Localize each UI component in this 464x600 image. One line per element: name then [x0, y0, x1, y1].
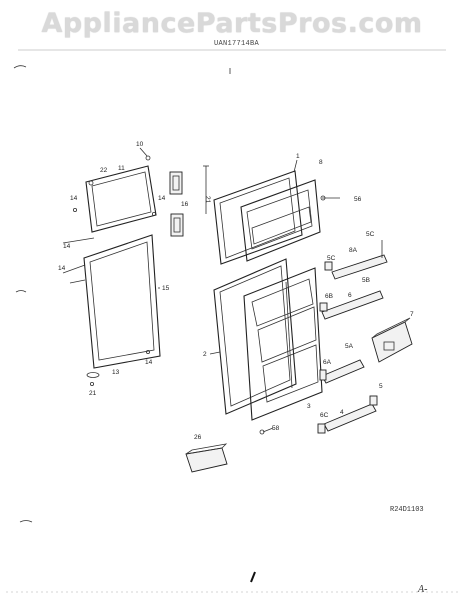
callout-13: 13	[112, 369, 120, 376]
screw-14-lower	[145, 349, 150, 354]
callout-10: 10	[136, 141, 144, 148]
callout-4: 4	[340, 409, 344, 416]
fresh-food-door-liner	[243, 267, 323, 421]
callout-22: 22	[100, 167, 108, 174]
plug-13	[86, 372, 100, 378]
callout-21: 21	[89, 390, 97, 397]
screw-14-right	[151, 211, 156, 216]
shelf-rail-6	[321, 290, 384, 320]
callout-1: 1	[296, 153, 300, 160]
callout-56: 56	[354, 196, 362, 203]
callout-5c: 5C	[327, 255, 336, 262]
callout-14: 14	[158, 195, 166, 202]
callout-15: 15	[162, 285, 170, 292]
freezer-door-liner	[240, 179, 321, 262]
screw-14	[73, 207, 78, 212]
screw-10	[145, 155, 151, 161]
callout-5: 5	[379, 383, 383, 390]
dairy-compartment	[371, 317, 413, 363]
callout-58: 58	[272, 425, 280, 432]
scan-mark	[15, 290, 27, 293]
scan-mark	[250, 571, 256, 583]
callout-26: 26	[194, 434, 202, 441]
rail-clip-6b	[319, 302, 328, 312]
callout-7: 7	[410, 311, 414, 318]
callout-21: 21	[204, 196, 211, 204]
screw-22	[88, 180, 94, 186]
drawing-id: R24D1103	[390, 506, 424, 514]
callout-2: 2	[203, 351, 207, 358]
callout-16: 16	[181, 201, 189, 208]
door-bin-26	[185, 443, 228, 473]
shelf-rail-8a	[331, 240, 388, 280]
scan-mark	[19, 520, 33, 523]
callout-5b: 5B	[362, 277, 370, 284]
callout-8a: 8A	[349, 247, 358, 254]
hinge-upper	[169, 171, 183, 195]
freezer-gasket-frame	[85, 165, 157, 233]
callout-14: 14	[145, 359, 153, 366]
callout-5c: 5C	[366, 231, 375, 238]
fresh-food-door	[213, 258, 297, 415]
callout-6a: 6A	[323, 359, 332, 366]
rail-clip-5c	[324, 261, 333, 271]
callout-5a: 5A	[345, 343, 354, 350]
callout-8: 8	[319, 159, 323, 166]
hinge-lower	[170, 213, 184, 237]
callout-11: 11	[118, 165, 125, 172]
shelf-rail-4a	[319, 359, 365, 384]
callout-14: 14	[58, 265, 66, 272]
freezer-door	[213, 170, 303, 265]
scan-mark	[13, 65, 27, 69]
model-number: UAN17714BA	[214, 40, 260, 48]
fresh-food-gasket-frame	[83, 234, 161, 369]
callout-14: 14	[63, 243, 71, 250]
shelf-rail-4	[317, 395, 378, 434]
watermark: AppliancePartsPros.com	[41, 8, 423, 39]
callout-6: 6	[348, 292, 352, 299]
callout-14: 14	[70, 195, 78, 202]
screw-21	[90, 381, 95, 386]
page-mark: A-	[418, 584, 428, 595]
callout-6b: 6B	[325, 293, 333, 300]
callout-3: 3	[307, 403, 311, 410]
callout-6: 6C	[320, 412, 329, 419]
